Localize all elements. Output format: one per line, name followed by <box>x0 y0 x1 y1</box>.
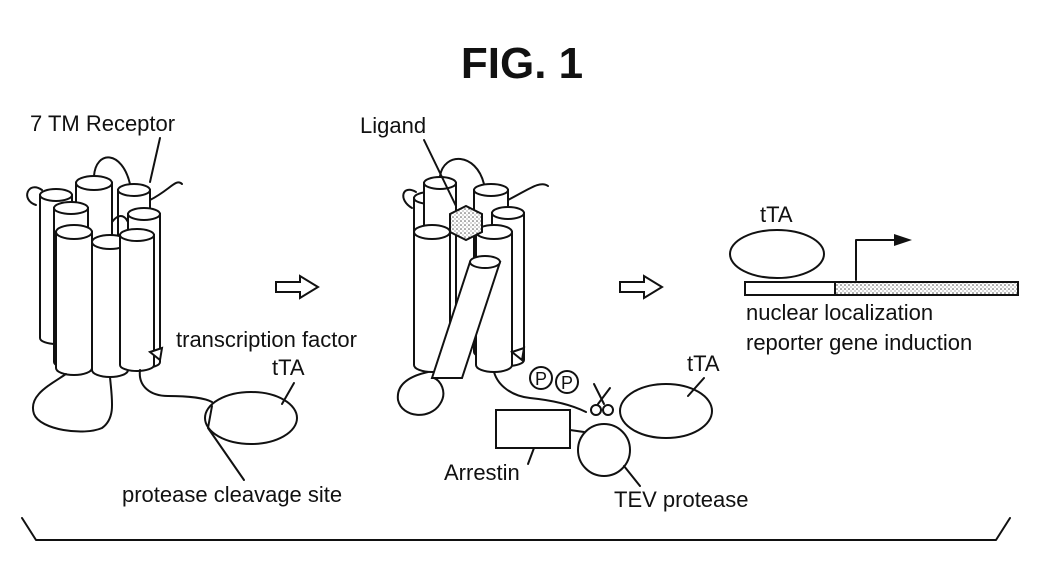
tta-label-1: tTA <box>272 355 305 380</box>
tm-helix <box>120 229 154 371</box>
tev-protease-circle <box>578 424 630 476</box>
extracellular-loop <box>508 184 548 200</box>
phosphate-label-1: P <box>535 369 547 389</box>
arrow-right-icon <box>620 276 662 298</box>
arrestin-leader <box>528 448 534 464</box>
ligand-cube <box>450 206 482 240</box>
arrestin-box <box>496 410 570 448</box>
receptor-label: 7 TM Receptor <box>30 111 175 136</box>
reporter-gene-segment <box>835 282 1018 295</box>
arrow-right-icon <box>276 276 318 298</box>
tta-label-3: tTA <box>760 202 793 227</box>
tev-protease-label: TEV protease <box>614 487 749 512</box>
promoter-arrow-icon <box>856 240 896 280</box>
intracellular-loop <box>398 372 444 415</box>
c-terminal-tail <box>140 370 212 402</box>
nuclear-localization-label: nuclear localization <box>746 300 933 325</box>
arrestin-label: Arrestin <box>444 460 520 485</box>
tev-protease-leader <box>624 466 640 486</box>
tta-ellipse-2 <box>620 384 712 438</box>
intracellular-loop <box>33 374 112 432</box>
arrestin-linker <box>570 430 584 432</box>
extracellular-loop <box>150 182 182 200</box>
transcription-factor-label: transcription factor <box>176 327 357 352</box>
tta-ellipse-1 <box>205 392 297 444</box>
receptor-panel-1 <box>27 138 212 432</box>
tm-helix <box>56 225 92 375</box>
ligand-label: Ligand <box>360 113 426 138</box>
receptor-leader <box>150 138 160 182</box>
tta-label-2: tTA <box>687 351 720 376</box>
tta-ellipse-3 <box>730 230 824 278</box>
tta-leader-1 <box>282 383 294 404</box>
promoter-arrowhead <box>894 234 912 246</box>
phosphate-label-2: P <box>561 373 573 393</box>
protease-site-label: protease cleavage site <box>122 482 342 507</box>
figure-title: FIG. 1 <box>461 39 583 88</box>
reporter-induction-label: reporter gene induction <box>746 330 972 355</box>
dna-promoter-segment <box>745 282 835 295</box>
figure-bracket <box>22 518 1010 540</box>
scissors-icon <box>591 384 613 415</box>
